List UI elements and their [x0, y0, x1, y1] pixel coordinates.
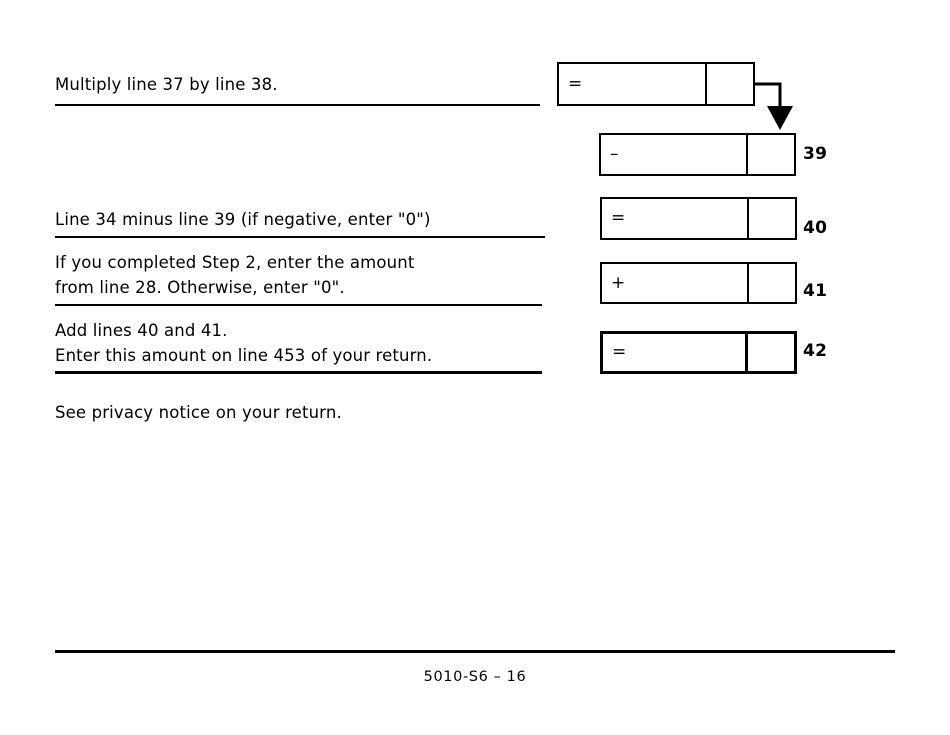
footer-form-code: 5010-S6 – 16 [423, 669, 527, 685]
cents-separator [745, 334, 748, 371]
instruction-line-42: Add lines 40 and 41. Enter this amount o… [55, 321, 433, 365]
arrow-connector-to-line-39 [755, 82, 793, 130]
line-number-41: 41 [803, 281, 828, 301]
amount-box-line-42[interactable]: = [600, 331, 797, 374]
rule-under-line-41-row [55, 304, 542, 306]
footer-rule [55, 650, 895, 653]
cents-field-line-41[interactable] [749, 264, 795, 302]
cents-field-multiply[interactable] [707, 64, 753, 104]
dollars-field-line-39[interactable]: – [601, 135, 746, 174]
amount-box-multiply-result[interactable]: = [557, 62, 755, 106]
cents-separator [747, 199, 749, 238]
line-number-42: 42 [803, 341, 828, 361]
cents-separator [747, 264, 749, 302]
operator-symbol-equals: = [611, 208, 626, 228]
operator-symbol-equals: = [612, 342, 627, 362]
cents-separator [705, 64, 707, 104]
dollars-field-line-40[interactable]: = [602, 199, 747, 238]
instruction-line-41: If you completed Step 2, enter the amoun… [55, 253, 415, 297]
operator-symbol-equals: = [568, 73, 583, 94]
instruction-multiply-37-by-38: Multiply line 37 by line 38. [55, 75, 278, 94]
dollars-field-line-42[interactable]: = [603, 334, 745, 371]
amount-box-line-41[interactable]: + [600, 262, 797, 304]
dollars-field-multiply[interactable]: = [559, 64, 705, 104]
instruction-line-40: Line 34 minus line 39 (if negative, ente… [55, 210, 431, 229]
rule-under-line-40-row [55, 236, 545, 238]
cents-separator [746, 135, 748, 174]
operator-symbol-plus: + [611, 272, 626, 293]
cents-field-line-40[interactable] [749, 199, 795, 238]
operator-symbol-minus: – [610, 144, 619, 164]
dollars-field-line-41[interactable]: + [602, 264, 747, 302]
rule-under-line-42-row [55, 371, 542, 374]
cents-field-line-39[interactable] [748, 135, 794, 174]
privacy-notice-text: See privacy notice on your return. [55, 403, 342, 422]
line-number-40: 40 [803, 218, 828, 238]
line-number-39: 39 [803, 144, 828, 164]
amount-box-line-39[interactable]: – [599, 133, 796, 176]
cents-field-line-42[interactable] [748, 334, 794, 371]
amount-box-line-40[interactable]: = [600, 197, 797, 240]
rule-under-multiply-row [55, 104, 540, 106]
